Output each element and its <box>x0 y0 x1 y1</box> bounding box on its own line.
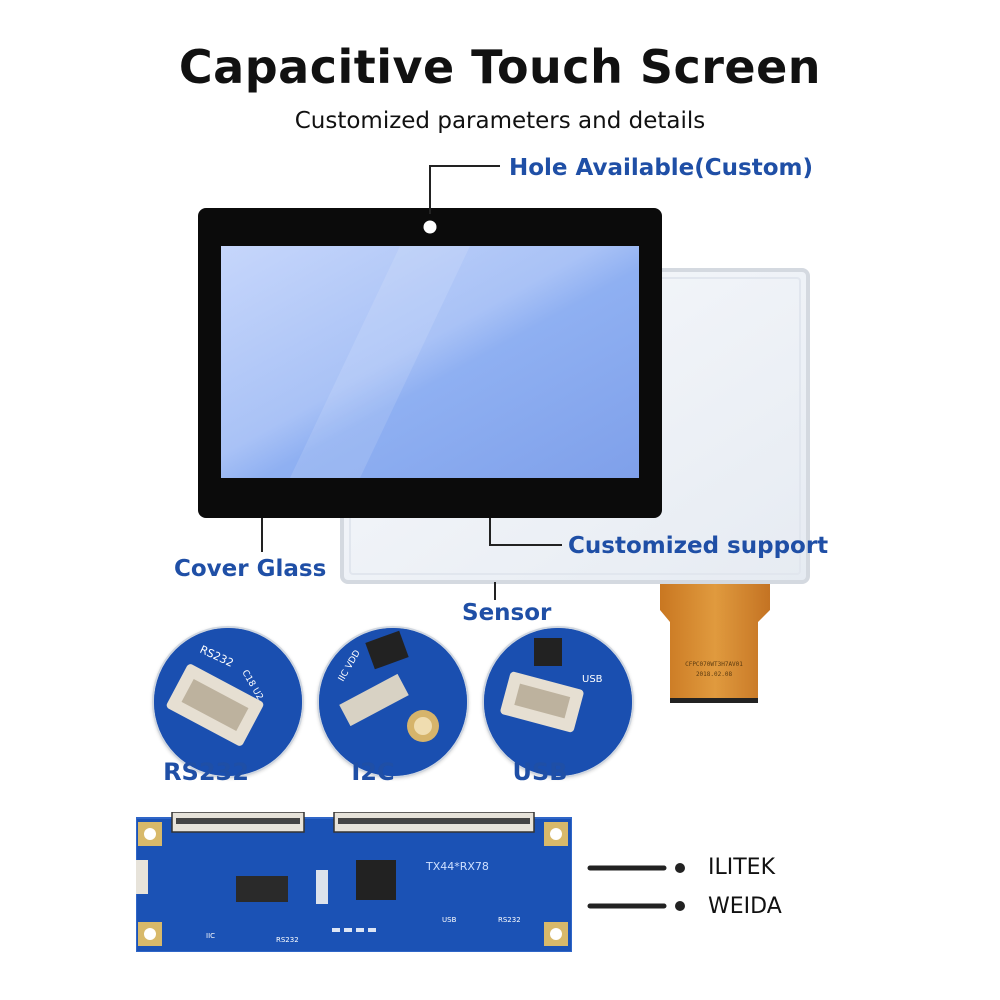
svg-text:RS232: RS232 <box>276 936 299 944</box>
page-subtitle: Customized parameters and details <box>294 108 706 134</box>
svg-text:USB: USB <box>442 916 457 924</box>
camera-hole <box>423 220 437 234</box>
sensor-callout: Sensor <box>462 600 552 626</box>
usb-label: USB <box>512 758 568 786</box>
chip-weida: WEIDA <box>708 894 782 919</box>
flex-cable: CFPC070WT3H7AV01 2018.02.08 <box>660 584 770 703</box>
page-title: Capacitive Touch Screen <box>178 40 822 94</box>
mounting-holes <box>138 822 568 946</box>
svg-text:RS232: RS232 <box>498 916 521 924</box>
controller-board: TX44*RX78 IIC RS232 USB RS232 <box>136 812 572 952</box>
hole-callout: Hole Available(Custom) <box>509 155 813 181</box>
svg-text:USB: USB <box>582 674 603 685</box>
svg-text:CFPC070WT3H7AV01: CFPC070WT3H7AV01 <box>685 661 743 668</box>
chip-ilitek: ILITEK <box>708 855 775 880</box>
svg-text:2018.02.08: 2018.02.08 <box>696 671 733 678</box>
customized-support-callout: Customized support <box>568 533 829 559</box>
usb-connector-zoom: USB <box>482 626 634 778</box>
chip-list-markers <box>587 863 685 911</box>
cover-glass-callout: Cover Glass <box>174 556 327 582</box>
i2c-label: I2C <box>351 758 395 786</box>
svg-text:IIC: IIC <box>206 932 215 940</box>
i2c-connector-zoom: IIC VDD <box>317 626 469 778</box>
rs232-connector-zoom: RS232 C18 U2 <box>152 626 304 778</box>
svg-text:TX44*RX78: TX44*RX78 <box>425 860 489 873</box>
callout-lines <box>261 165 562 600</box>
cover-glass <box>198 208 662 518</box>
rs232-label: RS232 <box>163 758 249 786</box>
